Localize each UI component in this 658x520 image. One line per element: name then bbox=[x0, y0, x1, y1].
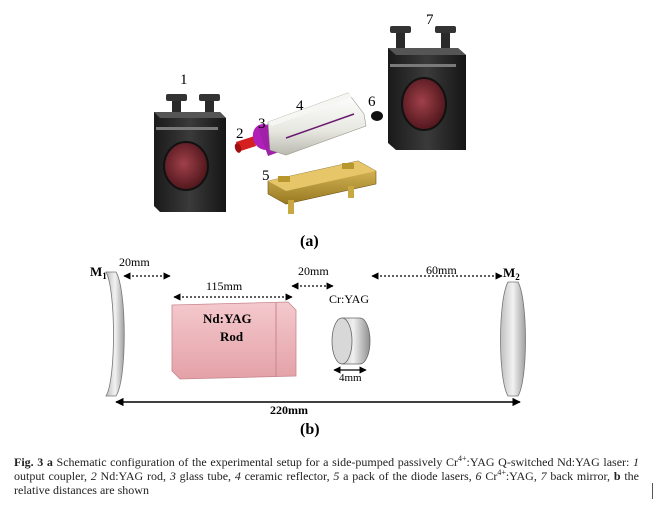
output-coupler-mount bbox=[154, 94, 226, 212]
gap-rod-crystal-label: 20mm bbox=[298, 264, 329, 278]
callout-1: 1 bbox=[180, 72, 188, 88]
rod-label-line1: Nd:YAG bbox=[203, 311, 252, 326]
callout-3: 3 bbox=[258, 116, 266, 132]
mirror-m1 bbox=[105, 271, 125, 397]
callout-5: 5 bbox=[262, 168, 270, 184]
gap-crystal-m2-label: 60mm bbox=[426, 263, 457, 277]
rod-length-label: 115mm bbox=[206, 279, 243, 293]
part-a-callouts: 1 2 3 4 5 6 7 bbox=[180, 12, 434, 184]
back-mirror-mount bbox=[388, 26, 466, 150]
nd-yag-rod bbox=[171, 301, 297, 380]
mirror-m1-label: M1 bbox=[90, 264, 107, 281]
page-edge-mark bbox=[652, 483, 653, 499]
gap-m1-rod-label: 20mm bbox=[119, 255, 150, 269]
laser-module bbox=[234, 92, 383, 214]
crystal-label: Cr:YAG bbox=[329, 292, 369, 306]
total-length-label: 220mm bbox=[270, 403, 308, 417]
callout-7: 7 bbox=[426, 12, 434, 28]
rod-label-line2: Rod bbox=[220, 329, 244, 344]
crystal-element bbox=[371, 111, 383, 121]
callout-6: 6 bbox=[368, 94, 376, 110]
figure-caption: Fig. 3 a Schematic configuration of the … bbox=[14, 454, 640, 498]
callout-4: 4 bbox=[296, 98, 304, 114]
mirror-m2-label: M2 bbox=[503, 265, 520, 282]
mirror-m2 bbox=[500, 281, 526, 397]
part-a-label: (a) bbox=[300, 233, 319, 250]
crystal-length-label: 4mm bbox=[339, 372, 362, 384]
distance-schematic: M1 M2 20mm 115mm Nd:YAG Rod 20mm 60mm Cr… bbox=[90, 255, 526, 417]
part-b-label: (b) bbox=[300, 421, 320, 438]
callout-2: 2 bbox=[236, 126, 244, 142]
